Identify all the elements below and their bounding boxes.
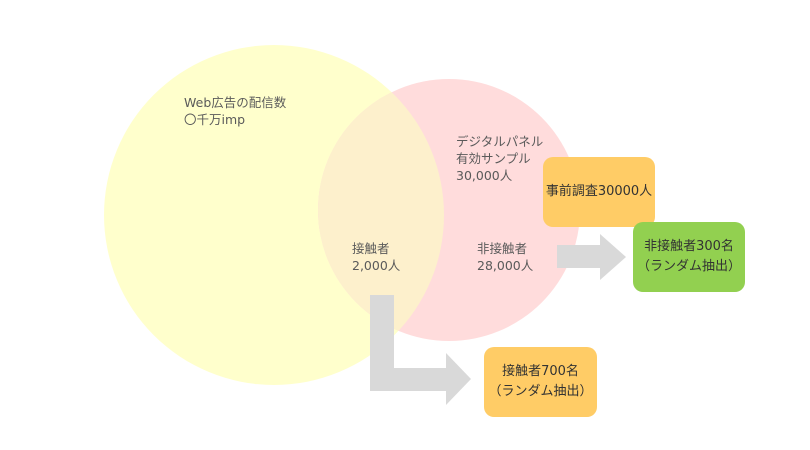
web-ads-label: Web広告の配信数 〇千万imp [184, 94, 286, 128]
panel-label: デジタルパネル 有効サンプル 30,000人 [456, 133, 543, 184]
contact-sample-box: 接触者700名 （ランダム抽出） [484, 347, 597, 417]
pre-survey-box: 事前調査30000人 [543, 157, 655, 227]
panel-count: 30,000人 [456, 168, 513, 183]
contact-sample-title: 接触者700名 [502, 364, 579, 379]
down-right-arrow [370, 295, 471, 405]
right-arrow [557, 234, 626, 280]
web-ads-count: 〇千万imp [184, 112, 246, 127]
panel-subtitle: 有効サンプル [456, 151, 531, 166]
panel-title: デジタルパネル [456, 134, 544, 149]
non-contact-count: 28,000人 [477, 258, 534, 273]
non-contact-title: 非接触者 [477, 241, 528, 256]
web-ads-title: Web広告の配信数 [184, 95, 287, 110]
contact-label: 接触者 2,000人 [352, 240, 400, 274]
non-contact-sample-box: 非接触者300名 （ランダム抽出） [633, 222, 745, 292]
contact-count: 2,000人 [352, 258, 401, 273]
contact-title: 接触者 [352, 241, 390, 256]
overlap-region [318, 79, 444, 341]
contact-sample-note: （ランダム抽出） [488, 384, 593, 399]
non-contact-label: 非接触者 28,000人 [477, 240, 533, 274]
non-contact-sample-note: （ランダム抽出） [636, 259, 741, 274]
non-contact-sample-title: 非接触者300名 [644, 239, 734, 254]
pre-survey-text: 事前調査30000人 [545, 184, 653, 199]
